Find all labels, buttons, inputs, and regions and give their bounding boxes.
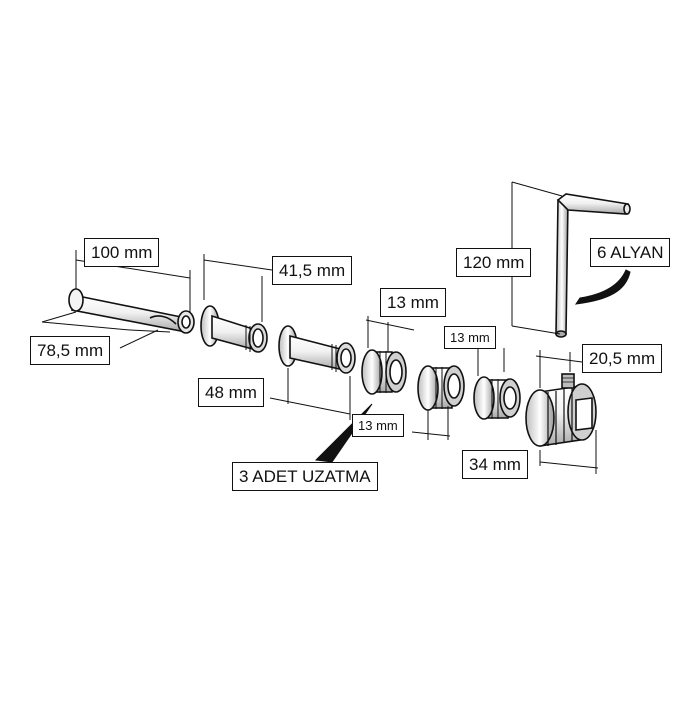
rod-dimension-lines xyxy=(41,250,191,349)
hex-key-callout-arrow xyxy=(574,269,631,305)
hex-key-part xyxy=(555,193,631,338)
short-extension-part xyxy=(200,305,268,353)
rod-diameter-label: 78,5 mm xyxy=(30,336,111,365)
ring-a-length-label: 13 mm xyxy=(380,288,446,317)
extension-count-note: 3 ADET UZATMA xyxy=(232,462,378,491)
body-height-label: 20,5 mm xyxy=(582,344,663,373)
long-extension-length-label: 48 mm xyxy=(198,378,264,407)
ring-b-length-label: 13 mm xyxy=(352,414,404,437)
extension-ring-2 xyxy=(417,365,465,411)
head-body-dimension-lines xyxy=(535,350,599,474)
ring-c-length-label: 13 mm xyxy=(444,326,496,349)
ring-3-dimension-lines xyxy=(477,348,505,376)
ring-2-dimension-lines xyxy=(411,406,451,440)
hex-key-size-label: 6 ALYAN xyxy=(590,238,671,267)
body-length-label: 34 mm xyxy=(462,450,528,479)
long-extension-part xyxy=(278,325,356,374)
ring-1-dimension-lines xyxy=(365,316,415,352)
short-extension-length-label: 41,5 mm xyxy=(272,256,353,285)
extension-ring-1 xyxy=(361,349,407,395)
rod-part xyxy=(68,288,195,334)
short-extension-dimension-lines xyxy=(203,254,273,322)
rod-length-label: 100 mm xyxy=(84,238,160,267)
long-extension-dimension-lines xyxy=(269,368,351,420)
extension-ring-3 xyxy=(473,376,521,420)
head-body-part xyxy=(525,373,597,447)
hex-key-length-label: 120 mm xyxy=(456,248,532,277)
